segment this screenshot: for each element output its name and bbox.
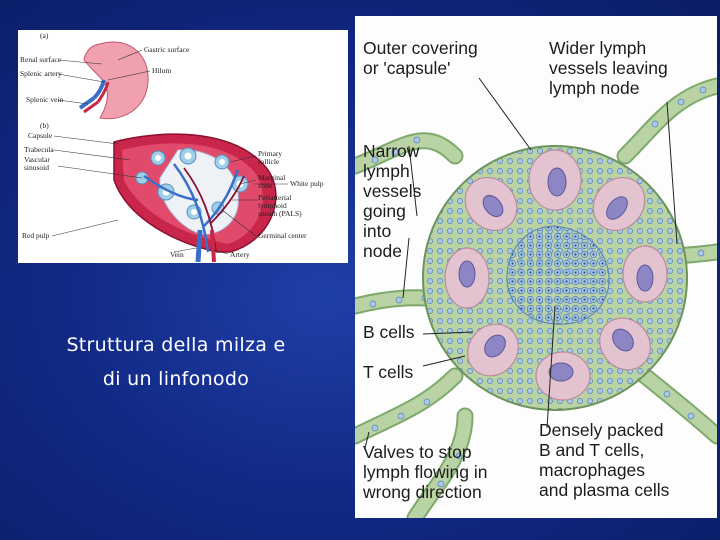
label-capsule: Capsule — [28, 131, 53, 140]
label-red-pulp: Red pulp — [22, 231, 50, 240]
label-vein: Vein — [170, 250, 184, 259]
label-gastric-surface: Gastric surface — [144, 45, 190, 54]
label-t-cells: T cells — [363, 362, 414, 382]
label-lymphoid: lymphoid — [258, 201, 287, 210]
label-hilum: Hilum — [152, 66, 172, 75]
label-splenic-vein: Splenic vein — [26, 95, 64, 104]
slide-caption: Struttura della milza e di un linfonodo — [20, 328, 332, 396]
label-periarterial: Periarterial — [258, 193, 292, 202]
spleen-figure: (a) Renal surface Gastric surface Spleni… — [18, 30, 348, 263]
label-germinal-center: Germinal center — [258, 231, 307, 240]
label-narrow-lymph-vessels: Narrow lymph vessels going into node — [363, 141, 422, 261]
label-outer-covering: Outer covering or 'capsule' — [363, 38, 478, 78]
label-a: (a) — [40, 31, 49, 40]
label-renal-surface: Renal surface — [20, 55, 62, 64]
label-b: (b) — [40, 121, 49, 130]
caption-line-2: di un linfonodo — [102, 368, 250, 390]
label-pals: sheath (PALS) — [258, 209, 302, 218]
caption-line-1: Struttura della milza e — [66, 334, 286, 356]
label-wider-lymph-vessels: Wider lymph vessels leaving lymph node — [549, 38, 668, 98]
label-splenic-artery: Splenic artery — [20, 69, 62, 78]
spleen-illustration — [51, 41, 288, 263]
label-white-pulp: White pulp — [290, 179, 324, 188]
lymph-node-illustration — [355, 77, 717, 518]
label-valves: Valves to stop lymph flowing in wrong di… — [363, 442, 488, 502]
label-densely-packed: Densely packed B and T cells, macrophage… — [539, 420, 670, 500]
label-vascular: Vascular — [24, 155, 50, 164]
label-follicle: follicle — [258, 157, 280, 166]
label-zone: zone — [258, 181, 273, 190]
label-b-cells: B cells — [363, 322, 415, 342]
label-trabecula: Trabecula — [24, 145, 54, 154]
label-artery: Artery — [230, 250, 250, 259]
lymph-node-figure: Outer covering or 'capsule' Wider lymph … — [355, 16, 717, 518]
label-marginal: Marginal — [258, 173, 286, 182]
label-primary: Primary — [258, 149, 283, 158]
label-sinusoid: sinusoid — [24, 163, 50, 172]
